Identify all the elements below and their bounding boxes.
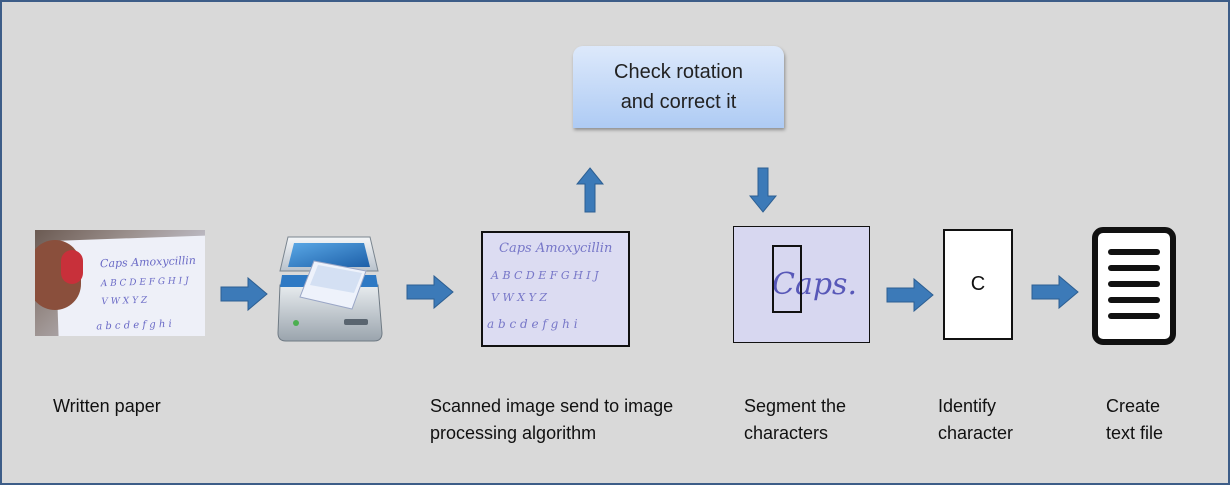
label-segment-line-1: Segment the [744,396,847,416]
scanned-handwriting-line-4: a b c d e f g h i [487,317,578,331]
label-identify: Identify character [938,393,1013,447]
segmented-word-image: Caps. [733,226,870,343]
label-segment: Segment the characters [744,393,846,447]
segmented-word: Caps. [772,267,857,302]
identified-character: C [970,273,986,295]
label-scanned-image: Scanned image send to image processing a… [430,393,673,447]
paper-handwriting-line-1: Caps Amoxycillin [99,253,197,271]
scanned-handwriting-line-1: Caps Amoxycillin [499,241,613,256]
arrow-down-icon [749,167,777,213]
paper-handwriting-line-4: a b c d e f g h i [96,318,172,333]
label-identify-line-2: character [938,423,1014,443]
rotation-check-line-2: and correct it [620,91,737,113]
arrow-right-icon [886,277,934,313]
written-paper-photo: Caps Amoxycillin A B C D E F G H I J V W… [35,230,205,336]
label-written-paper-text: Written paper [53,396,161,416]
arrow-right-icon [1031,274,1079,310]
label-create-line-2: text file [1106,423,1164,443]
paper-handwriting-line-2: A B C D E F G H I J [100,276,189,290]
label-scanned-line-2: processing algorithm [430,423,597,443]
label-create-line-1: Create [1106,396,1161,416]
arrow-right-icon [406,274,454,310]
segmentation-box [772,245,802,313]
scanned-image: Caps Amoxycillin A B C D E F G H I J V W… [481,231,630,347]
arrow-right-icon [220,276,268,312]
text-document-icon [1092,227,1176,345]
arrow-up-icon [576,167,604,213]
flatbed-scanner-icon [277,236,383,342]
scanned-handwriting-line-3: V W X Y Z [491,291,547,304]
label-scanned-line-1: Scanned image send to image [430,396,674,416]
label-create: Create text file [1106,393,1163,447]
identified-character-box: C [943,229,1013,340]
scanned-handwriting-line-2: A B C D E F G H I J [491,269,599,282]
paper-handwriting-line-3: V W X Y Z [101,295,148,308]
label-identify-line-1: Identify [938,396,997,416]
rotation-check-line-1: Check rotation [614,61,743,83]
label-written-paper: Written paper [53,393,161,420]
fingernail-image [61,250,83,284]
label-segment-line-2: characters [744,423,829,443]
rotation-check-box: Check rotation and correct it [573,46,784,128]
